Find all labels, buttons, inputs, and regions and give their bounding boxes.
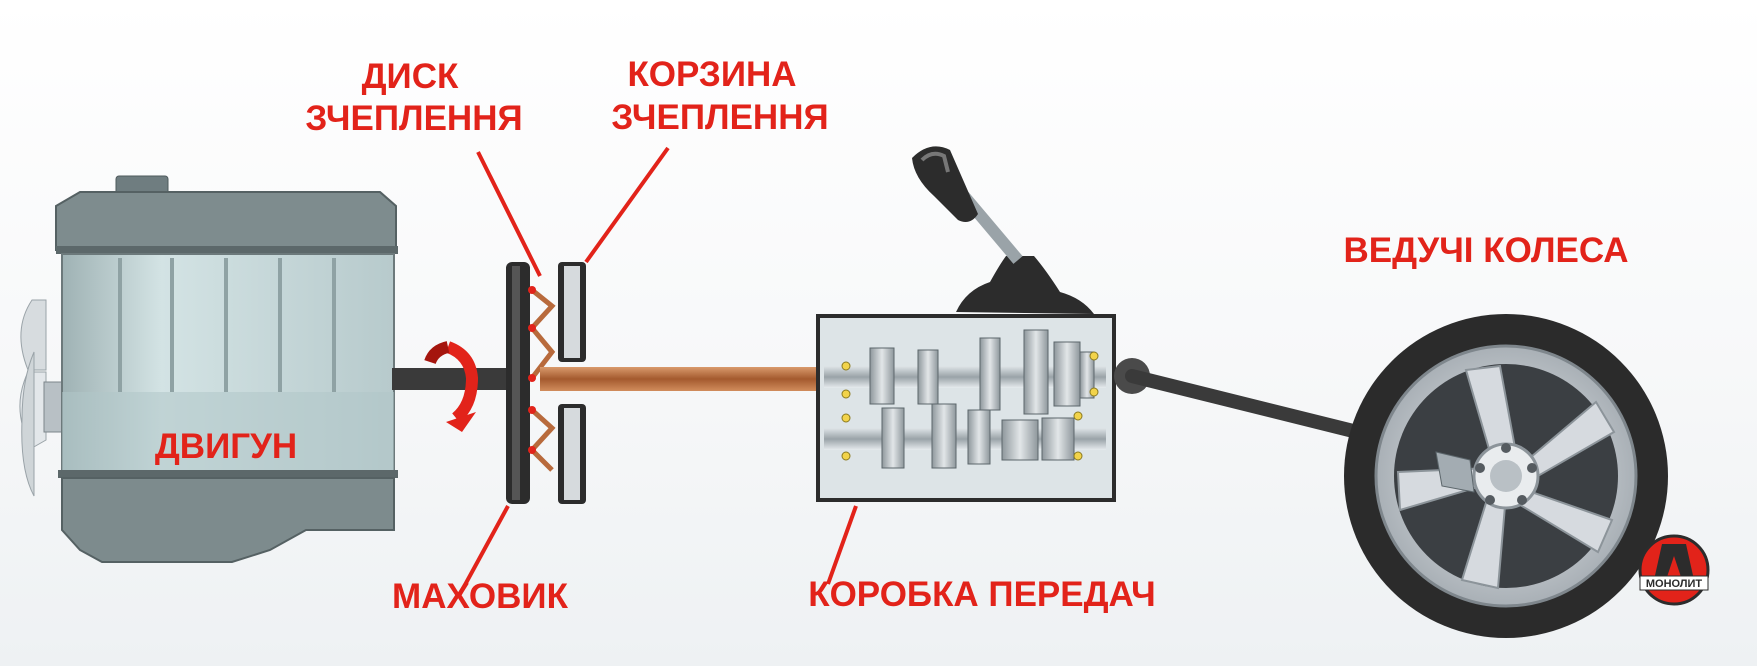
flywheel (506, 262, 530, 504)
label-clutch-disc-line1: ДИСК (362, 57, 459, 96)
label-flywheel: МАХОВИК (392, 577, 569, 616)
clutch-basket (558, 262, 586, 504)
rotation-arrow-icon (424, 341, 479, 432)
label-drive-wheels: ВЕДУЧІ КОЛЕСА (1343, 231, 1628, 270)
label-clutch-basket-line2: ЗЧЕПЛЕННЯ (611, 98, 828, 137)
monolit-logo: МОНОЛИТ (1638, 534, 1710, 606)
gear-lever (912, 146, 1094, 314)
label-clutch-basket-line1: КОРЗИНА (627, 55, 796, 94)
label-gearbox: КОРОБКА ПЕРЕДАЧ (808, 575, 1156, 614)
svg-text:МОНОЛИТ: МОНОЛИТ (1646, 578, 1703, 590)
leader-lines (458, 146, 858, 595)
gearbox (816, 314, 1116, 502)
label-clutch-disc-line2: ЗЧЕПЛЕННЯ (305, 99, 522, 138)
crankshaft (392, 368, 510, 390)
input-shaft (540, 367, 816, 391)
label-engine: ДВИГУН (155, 427, 297, 466)
engine (19, 175, 398, 563)
drive-wheel (1344, 314, 1668, 638)
